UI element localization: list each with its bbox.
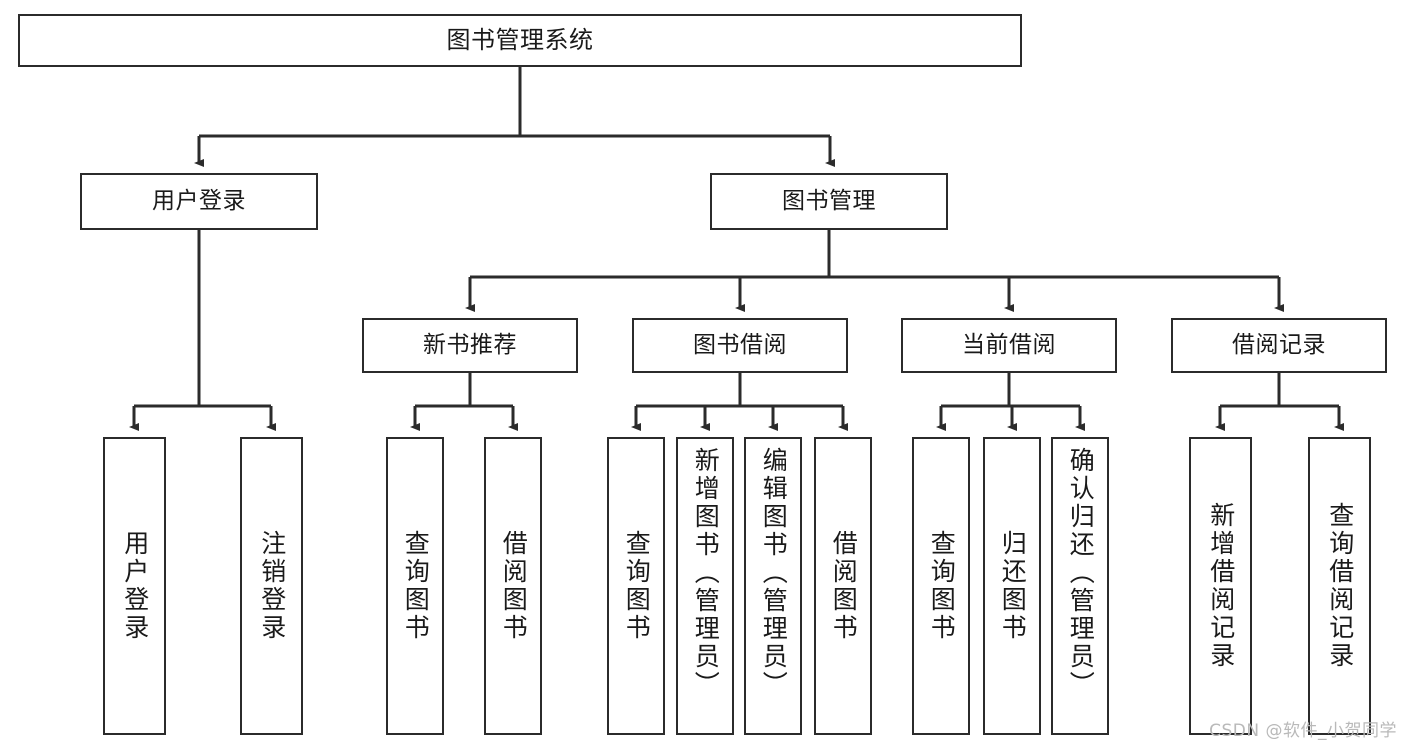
node-label: 图书管理系统	[446, 26, 594, 55]
node-label: 确认归还（管理员）	[1066, 447, 1096, 699]
node-label: 借阅图书	[829, 530, 859, 642]
node-leaf-return-book[interactable]: 归还图书	[983, 437, 1041, 735]
node-label: 查询图书	[927, 530, 957, 642]
node-label: 新书推荐	[423, 331, 517, 358]
node-leaf-add-book-admin[interactable]: 新增图书（管理员）	[676, 437, 734, 735]
node-leaf-edit-book-admin[interactable]: 编辑图书（管理员）	[744, 437, 802, 735]
node-label: 编辑图书（管理员）	[759, 447, 789, 699]
node-leaf-query-book-recommend[interactable]: 查询图书	[386, 437, 444, 735]
node-label: 图书管理	[782, 187, 876, 214]
node-label: 借阅记录	[1232, 331, 1326, 358]
node-new-book-recommend[interactable]: 新书推荐	[362, 318, 578, 373]
node-label: 新增借阅记录	[1206, 502, 1236, 670]
node-leaf-borrow-book[interactable]: 借阅图书	[814, 437, 872, 735]
node-label: 查询借阅记录	[1325, 502, 1355, 670]
node-label: 注销登录	[257, 530, 287, 642]
node-leaf-borrow-book-recommend[interactable]: 借阅图书	[484, 437, 542, 735]
node-label: 查询图书	[401, 530, 431, 642]
node-label: 当前借阅	[962, 331, 1056, 358]
node-leaf-user-login[interactable]: 用户登录	[103, 437, 166, 735]
node-label: 新增图书（管理员）	[691, 447, 721, 699]
node-leaf-user-logout[interactable]: 注销登录	[240, 437, 303, 735]
node-book-manage[interactable]: 图书管理	[710, 173, 948, 230]
node-label: 用户登录	[120, 530, 150, 642]
node-borrow-record[interactable]: 借阅记录	[1171, 318, 1387, 373]
node-leaf-query-book-borrow[interactable]: 查询图书	[607, 437, 665, 735]
node-label: 归还图书	[998, 530, 1028, 642]
node-leaf-add-borrow-record[interactable]: 新增借阅记录	[1189, 437, 1252, 735]
node-label: 借阅图书	[499, 530, 529, 642]
node-current-borrow[interactable]: 当前借阅	[901, 318, 1117, 373]
node-leaf-query-borrow-record[interactable]: 查询借阅记录	[1308, 437, 1371, 735]
node-label: 用户登录	[152, 187, 246, 214]
node-label: 查询图书	[622, 530, 652, 642]
node-label: 图书借阅	[693, 331, 787, 358]
node-leaf-confirm-return-admin[interactable]: 确认归还（管理员）	[1051, 437, 1109, 735]
node-user-login[interactable]: 用户登录	[80, 173, 318, 230]
watermark-text: CSDN @软件_小贺同学	[1209, 721, 1397, 741]
node-book-borrow[interactable]: 图书借阅	[632, 318, 848, 373]
node-root-system[interactable]: 图书管理系统	[18, 14, 1022, 67]
node-leaf-query-book-current[interactable]: 查询图书	[912, 437, 970, 735]
